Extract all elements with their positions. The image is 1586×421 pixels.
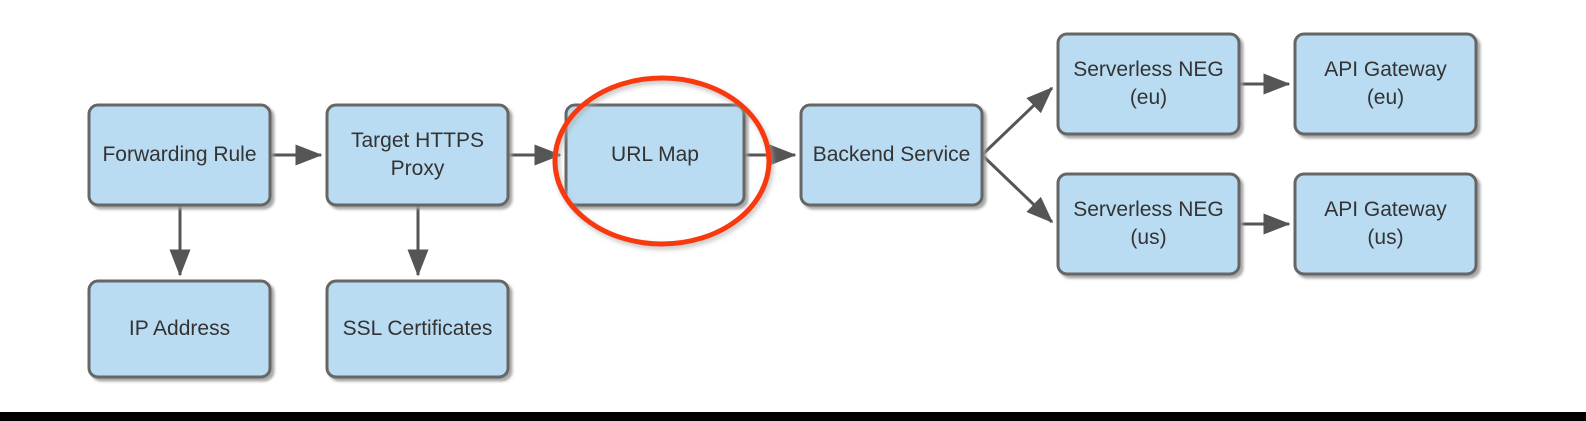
node-ssl-certificates-box[interactable] [325,279,510,379]
node-serverless-neg-us-box[interactable] [1056,172,1241,276]
node-url-map-label: URL Map [611,143,699,166]
node-serverless-neg-us-label: Serverless NEG(us) [1073,198,1224,249]
node-api-gateway-us-label: API Gateway(us) [1324,198,1447,249]
url-map-highlight-ellipse-icon [552,75,772,247]
node-ssl-certificates-label: SSL Certificates [343,317,493,340]
edges-layer [169,73,1291,277]
node-serverless-neg-eu-box[interactable] [1056,32,1241,136]
node-serverless-neg-eu[interactable]: Serverless NEG(eu) [1056,32,1241,136]
node-forwarding-rule-box[interactable] [87,103,272,207]
node-forwarding-rule[interactable]: Forwarding Rule [87,103,272,207]
node-forwarding-rule-label: Forwarding Rule [102,143,256,166]
footer-bar [0,412,1586,421]
node-backend-service[interactable]: Backend Service [799,103,984,207]
node-serverless-neg-us[interactable]: Serverless NEG(us) [1056,172,1241,276]
node-ip-address-box[interactable] [87,279,272,379]
node-ssl-certificates[interactable]: SSL Certificates [325,279,510,379]
node-api-gateway-us-box[interactable] [1293,172,1478,276]
annotations-layer [552,75,772,247]
node-api-gateway-eu-label: API Gateway(eu) [1324,58,1447,109]
edge-backend-service-to-serverless-neg-us [980,153,1054,224]
node-target-https-proxy-box[interactable] [325,103,510,207]
edge-backend-service-to-serverless-neg-eu [980,86,1054,157]
node-api-gateway-us[interactable]: API Gateway(us) [1293,172,1478,276]
node-serverless-neg-eu-label: Serverless NEG(eu) [1073,58,1224,109]
node-backend-service-label: Backend Service [813,143,971,166]
node-url-map-box[interactable] [564,103,746,207]
node-ip-address[interactable]: IP Address [87,279,272,379]
node-api-gateway-eu-box[interactable] [1293,32,1478,136]
node-backend-service-box[interactable] [799,103,984,207]
node-url-map[interactable]: URL Map [564,103,746,207]
node-api-gateway-eu[interactable]: API Gateway(eu) [1293,32,1478,136]
node-ip-address-label: IP Address [129,317,230,340]
